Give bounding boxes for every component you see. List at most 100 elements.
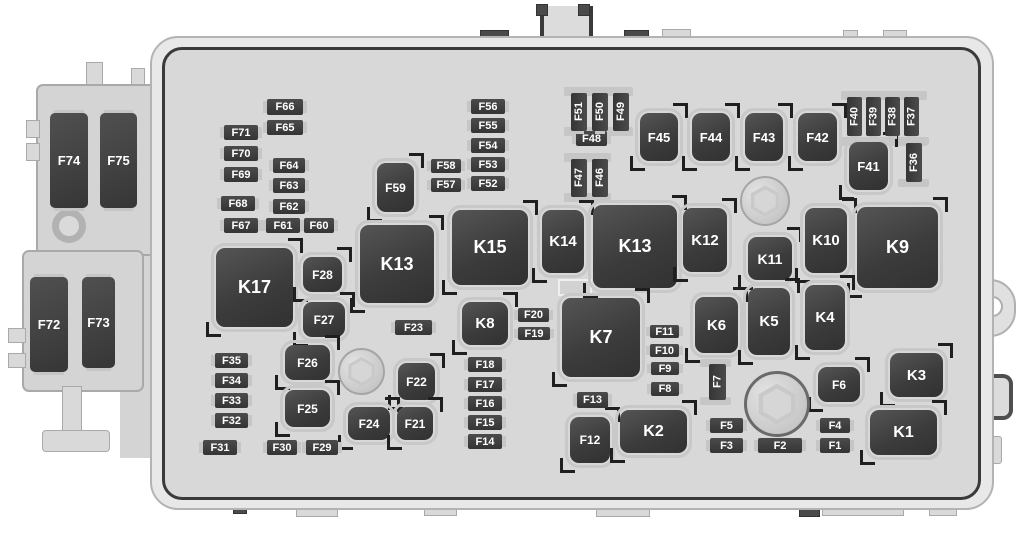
fuse-holder-plate: [564, 153, 611, 162]
relay-k4: K4: [795, 275, 855, 360]
fuse-f16: F16: [468, 396, 502, 411]
fuse-f36: F36: [906, 143, 922, 182]
fuse-f18: F18: [468, 357, 502, 372]
fuse-holder-plate: [564, 193, 611, 202]
fuse-holder-plate: [700, 359, 731, 367]
relay-f25: F25: [275, 380, 340, 437]
fuse-f57: F57: [431, 178, 461, 192]
fuse-f62: F62: [273, 199, 305, 214]
relay-k13a: K13: [350, 215, 444, 313]
hex-bolt-icon: [744, 371, 810, 437]
fuse-holder-plate: [898, 137, 929, 145]
relay-f12: F12: [560, 407, 620, 473]
fuse-f73: F73: [82, 277, 115, 368]
relay-f21: F21: [387, 397, 443, 450]
fuse-f20: F20: [518, 308, 549, 322]
mounting-post-cap: [578, 4, 590, 16]
left-connector-foot: [42, 430, 110, 452]
fuse-f33: F33: [215, 393, 248, 408]
left-connector-nub: [26, 143, 40, 161]
fuse-f11: F11: [650, 325, 679, 338]
relay-f42: F42: [788, 103, 847, 171]
relay-f26: F26: [275, 335, 340, 390]
fuse-f51: F51: [571, 93, 587, 131]
hex-nut-icon: [750, 185, 780, 217]
fuse-f58: F58: [431, 159, 461, 173]
relay-k8: K8: [452, 292, 518, 355]
fuse-f55: F55: [471, 118, 505, 133]
left-connector-nub: [26, 120, 40, 138]
fuse-f49: F49: [613, 93, 629, 131]
relay-k13b: K13: [583, 195, 687, 298]
fuse-f37: F37: [904, 97, 919, 136]
fuse-f63: F63: [273, 178, 305, 193]
fuse-f29: F29: [306, 440, 338, 455]
fuse-f19: F19: [518, 327, 550, 340]
fuse-f17: F17: [468, 377, 502, 392]
fuse-f34: F34: [215, 373, 248, 388]
fuse-f74: F74: [50, 113, 88, 208]
relay-k2: K2: [610, 400, 697, 463]
relay-k7: K7: [552, 288, 650, 387]
relay-k3: K3: [880, 343, 953, 407]
relay-k15: K15: [442, 200, 538, 295]
fuse-f23: F23: [395, 320, 432, 335]
fuse-f13: F13: [577, 392, 608, 408]
fuse-holder-plate: [564, 87, 633, 96]
fuse-f48: F48: [576, 131, 607, 146]
relay-f22: F22: [388, 353, 445, 410]
fuse-f52: F52: [471, 176, 505, 191]
fuse-f66: F66: [267, 99, 303, 115]
fuse-f71: F71: [224, 125, 258, 140]
hex-bolt-icon: [740, 176, 790, 226]
relay-k5: K5: [738, 278, 800, 365]
fuse-holder-plate: [898, 179, 929, 187]
fuse-f50: F50: [592, 93, 608, 131]
relay-k14: K14: [532, 200, 594, 283]
relay-k11: K11: [738, 227, 802, 290]
fuse-f8: F8: [651, 382, 679, 396]
fuse-f46: F46: [592, 159, 608, 197]
fuse-f60: F60: [304, 218, 334, 233]
fuse-f54: F54: [471, 138, 505, 153]
relay-k6: K6: [685, 287, 748, 363]
fuse-f72: F72: [30, 277, 68, 372]
fuse-f53: F53: [471, 157, 505, 172]
fuse-holder-plate: [841, 91, 927, 100]
fuse-holder-plate: [841, 137, 927, 146]
fuse-f39: F39: [866, 97, 881, 136]
relay-f41: F41: [839, 132, 898, 200]
left-connector-nub: [8, 353, 26, 368]
relay-f43: F43: [735, 103, 793, 171]
fuse-f2: F2: [758, 438, 802, 453]
fuse-f15: F15: [468, 415, 502, 430]
fuse-holder-plate: [700, 397, 731, 405]
relay-k1: K1: [860, 400, 947, 465]
relay-f24: F24: [338, 397, 400, 450]
fuse-f56: F56: [471, 99, 505, 114]
mounting-post-cap: [536, 4, 548, 16]
relay-k17: K17: [206, 238, 303, 337]
fuse-f31: F31: [203, 440, 237, 455]
fuse-f75: F75: [100, 113, 137, 208]
fuse-f9: F9: [651, 362, 679, 375]
relay-k9: K9: [847, 197, 948, 298]
fuse-f47: F47: [571, 159, 587, 197]
fuse-f64: F64: [273, 158, 305, 173]
fuse-f14: F14: [468, 434, 502, 449]
fuse-f7: F7: [709, 364, 726, 400]
relay-f45: F45: [630, 103, 688, 171]
relay-f27: F27: [293, 292, 355, 347]
grommet-ring-icon: [52, 209, 86, 243]
hex-nut-icon: [758, 383, 796, 425]
fuse-f5: F5: [710, 418, 743, 433]
left-connector-nub: [8, 328, 26, 343]
fuse-f65: F65: [267, 120, 303, 135]
fuse-f61: F61: [266, 218, 300, 233]
fuse-f35: F35: [215, 353, 248, 368]
fuse-f4: F4: [820, 418, 850, 433]
relay-f44: F44: [682, 103, 740, 171]
fuse-f69: F69: [224, 167, 258, 182]
fuse-f1: F1: [820, 438, 850, 453]
